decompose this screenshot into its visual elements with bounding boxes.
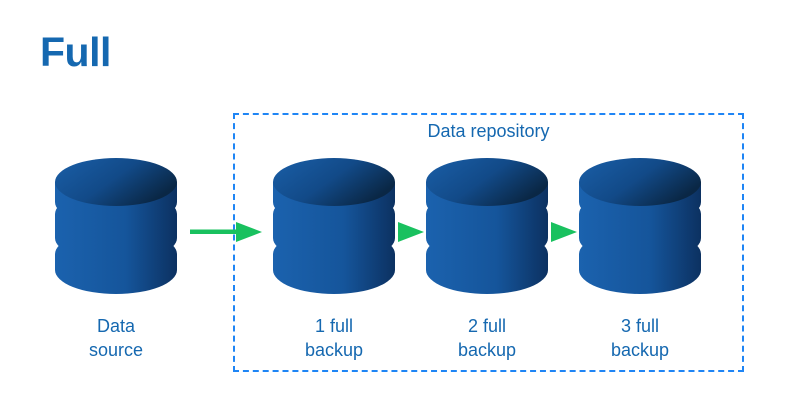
label-data-source-line1: Data <box>96 316 136 336</box>
database-icon-full-backup-1 <box>273 158 395 301</box>
label-full-backup-3-line2: backup <box>610 340 670 361</box>
page-title: Full <box>40 29 111 75</box>
arrow-right-icon-backup1-to-backup2 <box>398 220 424 244</box>
database-icon-full-backup-2 <box>426 158 548 301</box>
data-repository-label: Data repository <box>427 121 550 141</box>
database-icon-full-backup-3 <box>579 158 701 301</box>
label-full-backup-2-line2: backup <box>457 340 517 361</box>
database-icon-data-source <box>55 158 177 301</box>
label-full-backup-1-line2: backup <box>304 340 364 361</box>
label-full-backup-1: 1 full backup <box>254 314 414 362</box>
data-repository-boundary <box>233 113 744 372</box>
arrow-right-icon-backup2-to-backup3 <box>551 220 577 244</box>
arrow-right-icon-source-to-backup1 <box>190 219 262 245</box>
label-data-source-line2: source <box>88 340 144 361</box>
label-full-backup-2: 2 full backup <box>407 314 567 362</box>
label-full-backup-2-line1: 2 full <box>467 316 507 336</box>
label-full-backup-3: 3 full backup <box>560 314 720 362</box>
label-full-backup-3-line1: 3 full <box>620 316 660 336</box>
label-data-source: Data source <box>36 314 196 362</box>
label-full-backup-1-line1: 1 full <box>314 316 354 336</box>
